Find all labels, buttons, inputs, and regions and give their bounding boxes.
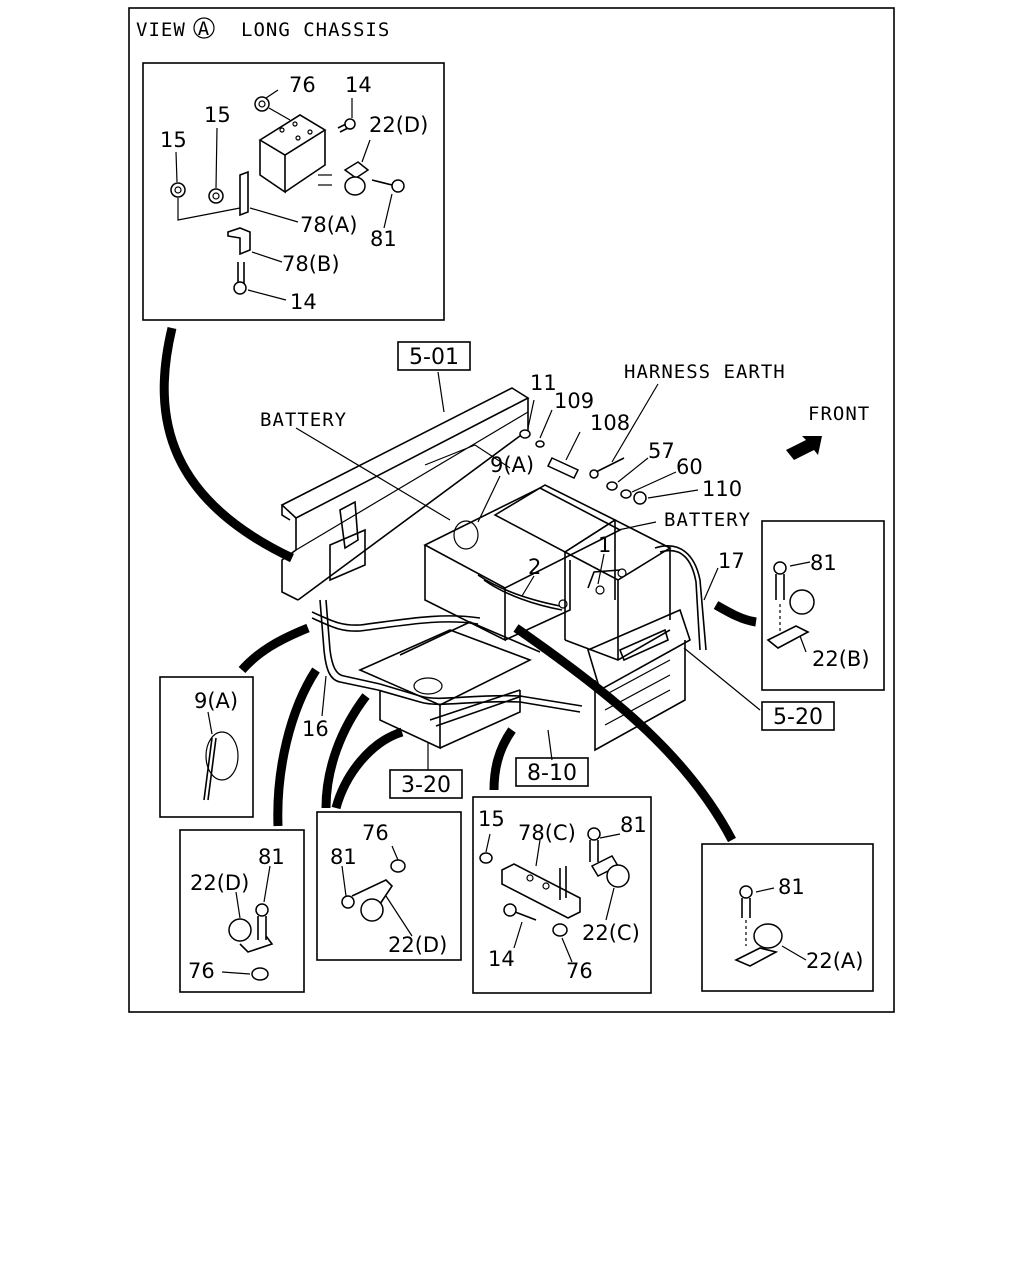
label-d1-76: 76 [188, 959, 215, 983]
label-top-78b: 78(B) [282, 252, 340, 276]
ref-5-20: 5-20 [773, 705, 823, 730]
ref-8-10: 8-10 [527, 761, 577, 786]
label-a-22a: 22(A) [806, 949, 863, 973]
label-a-81: 81 [778, 875, 805, 899]
label-top-81: 81 [370, 227, 397, 251]
view-subtitle: LONG CHASSIS [241, 19, 390, 41]
outer-frame [128, 7, 895, 1013]
label-top-14: 14 [345, 73, 372, 97]
label-c-22c: 22(C) [582, 921, 640, 945]
label-109: 109 [554, 389, 594, 413]
label-2: 2 [528, 555, 541, 579]
view-letter: A [198, 18, 210, 40]
view-circle [193, 17, 215, 39]
detail-box-22d-b [316, 811, 462, 961]
label-17: 17 [718, 549, 745, 573]
detail-box-22d-a [179, 829, 305, 993]
label-d2-76: 76 [362, 821, 389, 845]
ref-box-5-01: 5-01 [397, 341, 471, 371]
label-battery-right: BATTERY [664, 509, 751, 531]
label-11: 11 [530, 371, 557, 395]
front-arrow-icon [786, 436, 822, 460]
callout-curves [159, 326, 757, 843]
label-c-78c: 78(C) [518, 821, 576, 845]
detail-box-78c [472, 796, 652, 994]
label-top-14-b: 14 [290, 290, 317, 314]
label-top-15-a: 15 [204, 103, 231, 127]
detail-box-22a [701, 843, 874, 992]
label-108: 108 [590, 411, 630, 435]
label-d2-81: 81 [330, 845, 357, 869]
label-b-81: 81 [810, 551, 837, 575]
label-d1-81: 81 [258, 845, 285, 869]
label-battery-left: BATTERY [260, 409, 347, 431]
label-60: 60 [676, 455, 703, 479]
label-top-76: 76 [289, 73, 316, 97]
label-c-14: 14 [488, 947, 515, 971]
label-harness-earth: HARNESS EARTH [624, 361, 786, 383]
view-word: VIEW [136, 19, 186, 41]
main-assembly [280, 371, 761, 770]
label-c-81: 81 [620, 813, 647, 837]
ref-3-20: 3-20 [401, 773, 451, 798]
label-top-15-b: 15 [160, 128, 187, 152]
label-c-15: 15 [478, 807, 505, 831]
label-57: 57 [648, 439, 675, 463]
label-top-78a: 78(A) [300, 213, 357, 237]
label-top-22d: 22(D) [369, 113, 428, 137]
label-9a-main: 9(A) [490, 453, 534, 477]
label-1: 1 [598, 533, 611, 557]
label-9a-detail: 9(A) [194, 689, 238, 713]
label-d2-22d: 22(D) [388, 933, 447, 957]
detail-box-top [142, 62, 445, 321]
label-b-22b: 22(B) [812, 647, 870, 671]
ref-box-3-20: 3-20 [389, 769, 463, 799]
detail-box-9a [159, 676, 254, 818]
ref-5-01: 5-01 [409, 345, 459, 370]
label-c-76: 76 [566, 959, 593, 983]
detail-box-22b [761, 520, 885, 691]
ref-box-5-20: 5-20 [761, 701, 835, 731]
label-d1-22d: 22(D) [190, 871, 249, 895]
label-front: FRONT [808, 403, 870, 425]
ref-box-8-10: 8-10 [515, 757, 589, 787]
label-16: 16 [302, 717, 329, 741]
label-110: 110 [702, 477, 742, 501]
